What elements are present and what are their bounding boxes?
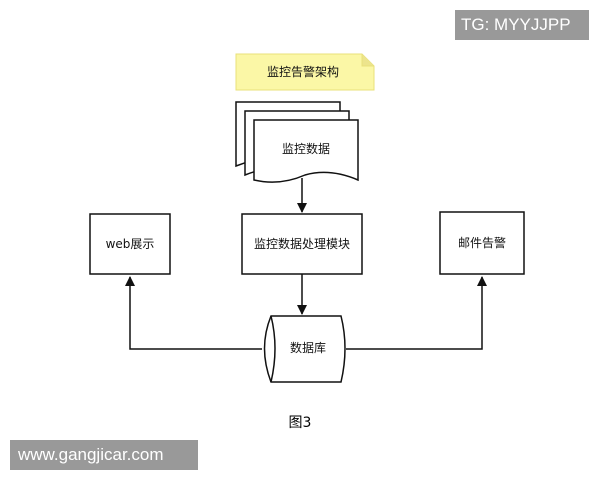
watermark-bottom: www.gangjicar.com xyxy=(10,440,198,470)
database-label: 数据库 xyxy=(290,340,326,355)
watermark-top: TG: MYYJJPP xyxy=(455,10,589,40)
web-display-label: web展示 xyxy=(106,237,155,251)
arrow-db-to-mail xyxy=(346,276,487,350)
figure-caption: 图3 xyxy=(288,415,312,431)
processing-module-box: 监控数据处理模块 xyxy=(241,213,363,275)
web-display-box: web展示 xyxy=(89,213,171,275)
processing-module-label: 监控数据处理模块 xyxy=(254,236,350,251)
mail-alert-label: 邮件告警 xyxy=(458,235,506,250)
arrow-db-to-web xyxy=(125,276,262,350)
monitoring-data-shape: 监控数据 xyxy=(235,101,359,183)
database-shape: 数据库 xyxy=(263,315,346,383)
note-label: 监控告警架构 xyxy=(267,64,339,79)
mail-alert-box: 邮件告警 xyxy=(439,211,525,275)
monitoring-data-label: 监控数据 xyxy=(282,141,330,156)
note-shape: 监控告警架构 xyxy=(235,53,375,91)
